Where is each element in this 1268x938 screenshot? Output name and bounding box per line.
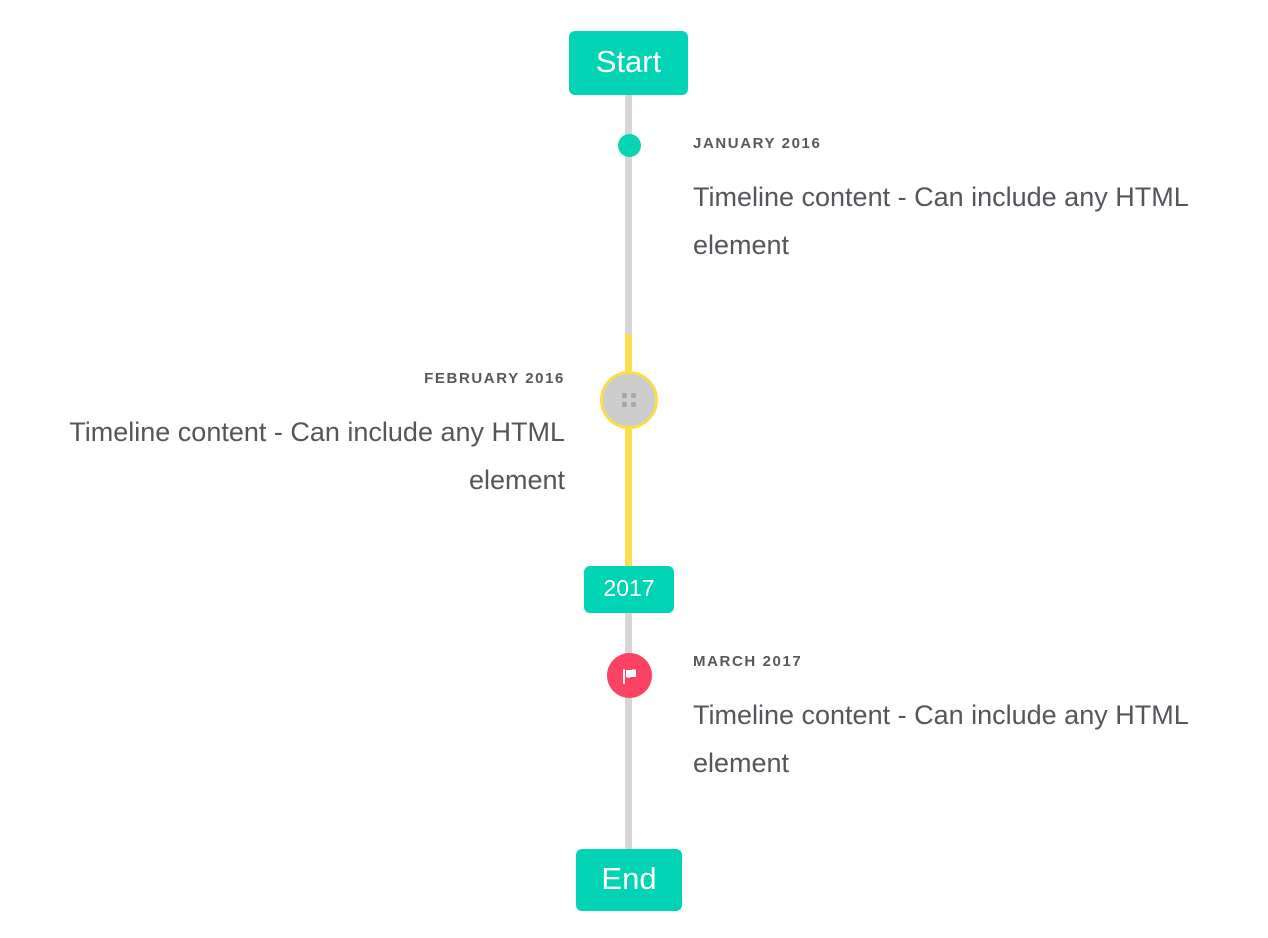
calendar-icon[interactable] xyxy=(600,371,658,429)
timeline-rail-gray-upper xyxy=(625,88,632,336)
timeline-entry-body: Timeline content - Can include any HTML … xyxy=(69,417,565,496)
timeline-entry-content: March 2017 Timeline content - Can includ… xyxy=(693,653,1233,787)
timeline-entry-date: March 2017 xyxy=(693,653,803,670)
flag-icon[interactable] xyxy=(607,653,652,698)
timeline-entry-body: Timeline content - Can include any HTML … xyxy=(693,700,1188,779)
timeline-start-badge[interactable]: Start xyxy=(569,31,688,95)
timeline-entry-content: February 2016 Timeline content - Can inc… xyxy=(25,370,565,504)
timeline-entry-body: Timeline content - Can include any HTML … xyxy=(693,182,1188,261)
timeline-year-badge[interactable]: 2017 xyxy=(584,566,674,613)
timeline-entry-date: January 2016 xyxy=(693,135,822,152)
timeline-entry-content: January 2016 Timeline content - Can incl… xyxy=(693,135,1233,269)
timeline-entry-date: February 2016 xyxy=(424,370,565,387)
dot-icon[interactable] xyxy=(618,134,641,157)
timeline-end-badge[interactable]: End xyxy=(576,849,682,911)
timeline-rail-yellow xyxy=(625,334,632,572)
timeline-rail-gray-lower xyxy=(625,606,632,856)
